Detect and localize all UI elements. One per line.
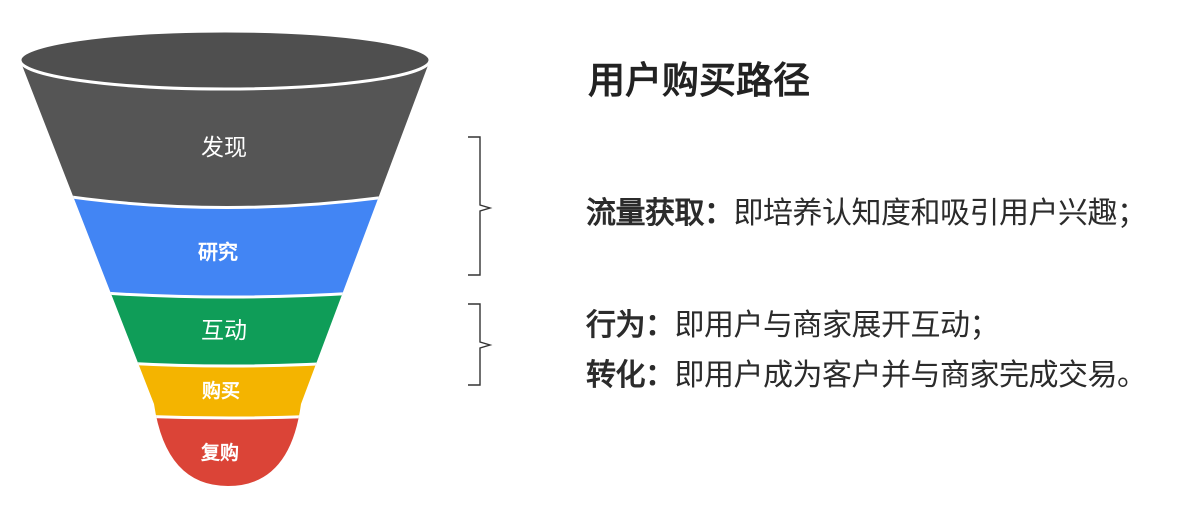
description-behavior: 行为：即用户与商家展开互动； (586, 300, 999, 344)
stage-label-discover: 发现 (201, 135, 247, 161)
funnel-mouth (18, 29, 432, 91)
funnel-stage-research (20, 185, 430, 297)
page-title: 用户购买路径 (588, 59, 810, 102)
description-text: 即用户成为客户并与商家完成交易。 (674, 358, 1148, 393)
stage-label-repurchase: 复购 (200, 441, 239, 464)
description-separator: ： (645, 358, 675, 393)
description-separator: ： (704, 196, 734, 231)
description-text: 即培养认知度和吸引用户兴趣； (733, 196, 1148, 231)
curly-bracket-behavior-conversion (468, 303, 493, 386)
description-text: 即用户与商家展开互动； (674, 308, 1000, 343)
description-conversion: 转化：即用户成为客户并与商家完成交易。 (586, 350, 1147, 394)
description-traffic: 流量获取：即培养认知度和吸引用户兴趣； (586, 188, 1147, 232)
curly-bracket-traffic (468, 136, 493, 276)
stage-label-purchase: 购买 (202, 379, 240, 402)
description-term: 行为 (586, 308, 646, 343)
stage-label-engage: 互动 (201, 318, 247, 344)
description-separator: ： (645, 308, 675, 343)
purchase-funnel: 发现 研究 互动 购买 复购 (18, 29, 432, 486)
description-term: 转化 (586, 358, 646, 393)
description-term: 流量获取 (586, 196, 705, 231)
stage-label-research: 研究 (198, 240, 238, 264)
